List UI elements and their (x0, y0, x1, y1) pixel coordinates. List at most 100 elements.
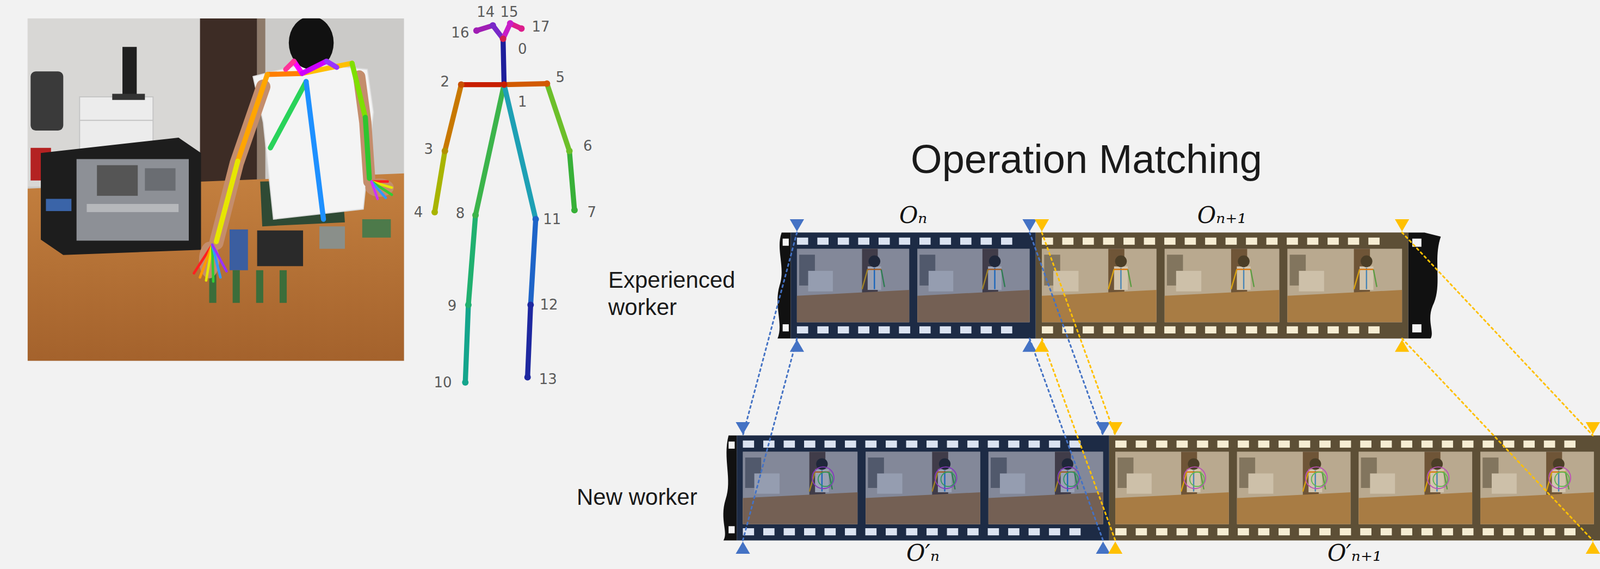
worker-photo (122, 46, 137, 98)
worker-label: New worker (576, 483, 698, 511)
film-segment (1358, 451, 1473, 524)
worker-photo (256, 270, 264, 304)
film-end (782, 238, 789, 246)
film-segment (1278, 440, 1290, 448)
film-segment (1368, 237, 1380, 245)
skeleton-joint (571, 206, 578, 214)
film-segment-box: Oₙ (791, 232, 1036, 339)
film-segment (763, 528, 775, 536)
film-segment (1348, 237, 1360, 245)
film-segment (1164, 326, 1176, 334)
film-segment (967, 528, 979, 536)
film-segment (1441, 440, 1454, 448)
segment-marker (1394, 219, 1410, 232)
skeleton-joint (431, 208, 438, 216)
skeleton-joint (473, 27, 480, 34)
joint-number: 9 (447, 298, 457, 313)
joint-number: 5 (555, 70, 565, 85)
skeleton-figure (503, 38, 505, 85)
film-segment (1307, 326, 1319, 334)
film-segment (1001, 237, 1013, 245)
film-segment (1339, 440, 1352, 448)
skeleton-figure (530, 219, 536, 305)
film-segment (844, 528, 857, 536)
joint-number: 4 (414, 205, 424, 220)
film-end (728, 441, 735, 449)
film-segment (1176, 528, 1189, 536)
film-segment (906, 528, 918, 536)
film-segment (804, 440, 816, 448)
segment-marker (1585, 422, 1600, 435)
matching-line (1401, 338, 1593, 541)
matching-line (1029, 338, 1103, 541)
film-segment (960, 237, 972, 245)
worker-photo (96, 165, 138, 196)
film-segment (1123, 326, 1135, 334)
film-segment (1286, 237, 1299, 245)
worker-photo (267, 73, 302, 75)
film-segment (797, 326, 809, 334)
film-segment (1225, 326, 1238, 334)
film-segment (885, 440, 898, 448)
film-segment (865, 528, 877, 536)
film-segment (1041, 248, 1157, 323)
segment-marker (1034, 219, 1410, 352)
film-segment (837, 326, 850, 334)
joint-number: 17 (532, 19, 551, 34)
film-segment (917, 248, 1030, 323)
film-segment (878, 326, 891, 334)
worker-photo (229, 229, 249, 271)
film-segment (1319, 440, 1331, 448)
worker-photo (301, 60, 327, 73)
film-segment (1299, 440, 1311, 448)
joint-number: 7 (587, 205, 597, 220)
joint-number: 3 (423, 141, 434, 157)
film-segment (885, 528, 898, 536)
film-segment (797, 237, 809, 245)
skeleton-joint (501, 81, 508, 89)
segment-marker (1585, 541, 1600, 554)
film-segment (1237, 451, 1351, 524)
film-segment (898, 326, 911, 334)
film-segment (1205, 326, 1217, 334)
film-segment (1115, 440, 1127, 448)
skeleton-joint (566, 147, 573, 154)
film-segment (824, 440, 837, 448)
film-segment (1176, 440, 1189, 448)
film-segment (1196, 528, 1209, 536)
worker-photo (285, 60, 294, 70)
film-segment (804, 528, 816, 536)
film-segment (1348, 326, 1360, 334)
worker-photo (216, 161, 238, 242)
film-segment (1237, 528, 1250, 536)
segment-marker (1108, 422, 1600, 554)
film-segment (1441, 528, 1454, 536)
film-segment (988, 451, 1104, 524)
skeleton-figure (504, 83, 548, 85)
worker-photo (144, 168, 176, 191)
skeleton-joint (524, 374, 531, 381)
film-segment (1184, 326, 1197, 334)
skeleton-figure (527, 304, 531, 378)
joint-number: 0 (517, 41, 528, 57)
joint-number: 11 (542, 212, 561, 227)
film-segment (1400, 528, 1413, 536)
film-segment (1327, 237, 1339, 245)
film-segment (1123, 237, 1135, 245)
film-segment (1028, 528, 1041, 536)
segment-heading: O′ₙ₊₁ (1327, 541, 1382, 565)
worker-photo (40, 137, 201, 256)
film-segment (817, 326, 829, 334)
matching-line (1041, 232, 1116, 436)
worker-label: Experienced worker (608, 266, 735, 322)
skeleton-joint (507, 20, 514, 27)
film-segment (1144, 237, 1156, 245)
film-segment (926, 528, 938, 536)
film-strip (723, 219, 1600, 554)
joint-number: 15 (499, 4, 518, 20)
segment-marker (1022, 219, 1037, 232)
film-segment (1380, 440, 1393, 448)
film-segment (1048, 528, 1061, 536)
segment-label: O′ₙ (906, 541, 940, 565)
film-segment (878, 237, 891, 245)
